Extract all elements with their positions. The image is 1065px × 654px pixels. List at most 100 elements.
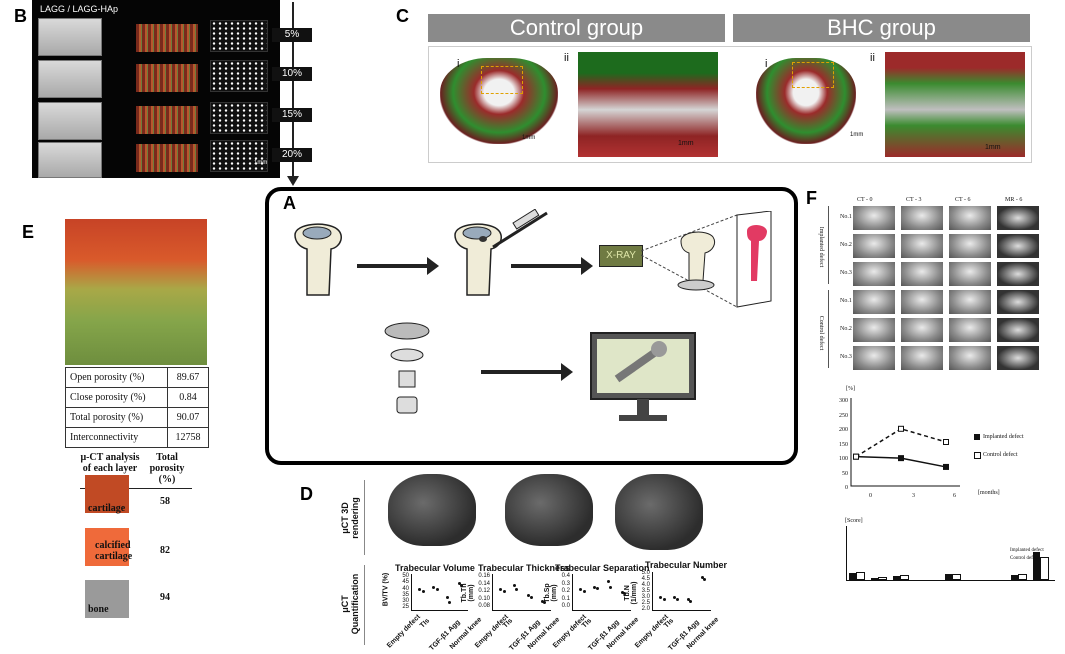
dot	[579, 588, 582, 591]
row-label: Total porosity (%)	[65, 407, 168, 428]
row-value: 0.84	[166, 387, 210, 408]
row-value: 12758	[166, 427, 210, 448]
percent-5: 5%	[272, 28, 312, 42]
chart-3-ylabel: Tb.Sp (mm)	[544, 583, 558, 603]
xtick-3: 3	[912, 493, 915, 499]
table-row: Total porosity (%)90.07	[65, 407, 210, 428]
porosity-table: Open porosity (%)89.67 Close porosity (%…	[65, 367, 210, 448]
f-image	[853, 234, 895, 258]
f-image	[853, 346, 895, 370]
bhc-roi-box	[792, 62, 834, 88]
tick: 300	[839, 398, 848, 404]
arrow-1-icon	[357, 257, 439, 275]
chart-3-title: Trabecular Separation	[555, 563, 650, 573]
knee-render-2	[505, 474, 593, 546]
chart-4-title: Trabecular Number	[645, 560, 728, 570]
dot	[460, 584, 463, 587]
bhc-sub-ii: ii	[870, 52, 875, 64]
panel-label-e: E	[22, 222, 35, 242]
tick: 250	[839, 412, 848, 419]
dot	[499, 588, 502, 591]
tick: 3.5	[641, 588, 650, 594]
chart-1-ylabel: BV/TV (%)	[382, 572, 390, 607]
scaffold-pores-20	[210, 140, 268, 172]
legend-control-marker	[974, 452, 981, 459]
legend-implanted: Implanted defect	[983, 434, 1024, 440]
bar	[849, 573, 856, 580]
f-image	[901, 318, 943, 342]
control-sub-i: i	[457, 58, 460, 70]
femur-segments-icon	[384, 322, 430, 414]
row-no1-b: No.1	[840, 298, 852, 304]
f-image	[853, 206, 895, 230]
group2-bracket	[828, 290, 829, 368]
tick: 25	[402, 604, 409, 611]
scaffold-pores-10	[210, 60, 268, 92]
chart-3-axes	[572, 574, 631, 611]
panel-label-c: C	[396, 6, 409, 26]
dot	[503, 590, 506, 593]
tick: 3.0	[641, 594, 650, 600]
tick: 0.08	[478, 603, 490, 610]
dot	[432, 586, 435, 589]
dot	[596, 587, 599, 590]
col-ct3: CT - 3	[906, 197, 922, 203]
bhc-scan-i	[756, 58, 856, 144]
bar-unit: [Score]	[845, 518, 863, 524]
layer-swatch-bone	[85, 580, 129, 618]
dot	[418, 588, 421, 591]
tick: 0.12	[478, 588, 490, 595]
dot	[446, 596, 449, 599]
tick: 30	[402, 598, 409, 605]
arrow-3-icon	[481, 363, 573, 381]
tick: 150	[839, 441, 848, 448]
dot	[701, 576, 704, 579]
f-image	[901, 234, 943, 258]
row1-label: μCT 3D rendering	[340, 497, 360, 539]
line-chart	[850, 398, 960, 487]
dot	[593, 586, 596, 589]
row2-label-wrap: μCT Quantification	[339, 562, 361, 642]
tick: 0.14	[478, 580, 490, 587]
dot	[422, 590, 425, 593]
tick: 2.5	[641, 600, 650, 606]
table-row: Close porosity (%)0.84	[65, 387, 210, 408]
xtick-6: 6	[953, 493, 956, 499]
group-control: Control defect	[818, 315, 824, 351]
row-no1-a: No.1	[840, 214, 852, 220]
dot	[689, 600, 692, 603]
dot	[436, 588, 439, 591]
control-scale-ii: 1mm	[678, 140, 694, 147]
dot	[607, 580, 610, 583]
panel-label-a: A	[283, 193, 296, 213]
tick: 0.16	[478, 573, 490, 579]
f-image	[997, 262, 1039, 286]
layer-name-cartilage: cartilage	[88, 503, 126, 514]
dot	[676, 598, 679, 601]
chart-4-ylabel: Tb.N (1/mm)	[624, 581, 638, 605]
row-label: Interconnectivity	[65, 427, 168, 448]
f-image	[997, 318, 1039, 342]
row-no3-b: No.3	[840, 354, 852, 360]
percent-20: 20%	[272, 148, 312, 162]
knee-render-1	[388, 474, 476, 546]
down-arrow-icon	[287, 176, 299, 186]
panel-label-f: F	[806, 188, 817, 208]
row1-divider	[364, 480, 365, 555]
tick: 40	[402, 585, 409, 592]
chart-1-title: Trabecular Volume	[395, 563, 475, 573]
f-image	[949, 346, 991, 370]
tick: 200	[839, 427, 848, 433]
dot	[543, 601, 546, 604]
group-implanted: Implanted defect	[818, 226, 824, 268]
femur-injection-icon	[454, 209, 548, 296]
f-image	[949, 290, 991, 314]
bhc-scan-ii	[885, 52, 1025, 157]
chart-4-axes: ***	[652, 566, 711, 611]
xunit: [months]	[978, 490, 1000, 496]
tick: 50	[402, 573, 409, 579]
percent-axis-line	[292, 2, 294, 178]
bar	[945, 574, 952, 580]
